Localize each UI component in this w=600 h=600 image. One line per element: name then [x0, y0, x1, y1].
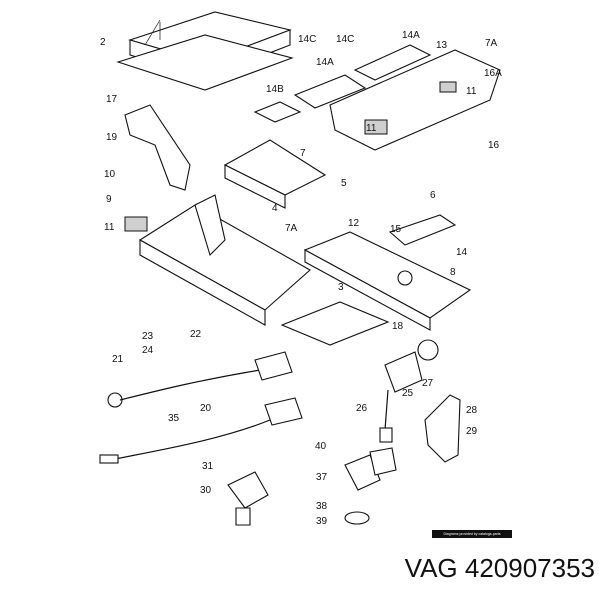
callout-14a-top: 14A	[402, 30, 420, 41]
diagram-credit-text: Diagrams provided by catalogs-parts	[443, 532, 501, 536]
diagram-credit: Diagrams provided by catalogs-parts	[432, 530, 512, 538]
callout-27: 27	[422, 378, 434, 389]
callout-11-left: 11	[104, 222, 115, 233]
callout-14-right: 14	[456, 247, 468, 258]
callout-7a-middle: 7A	[285, 223, 298, 234]
callout-38: 38	[316, 501, 328, 512]
callout-35: 35	[168, 413, 180, 424]
callout-14b: 14B	[266, 84, 284, 95]
part-number-caption: VAG 420907353	[404, 553, 595, 583]
callout-7a-top: 7A	[485, 38, 498, 49]
callout-14c-right: 14C	[336, 34, 354, 45]
callout-21: 21	[112, 354, 124, 365]
callout-22: 22	[190, 329, 202, 340]
diagram-drawing	[99, 11, 501, 526]
callout-24: 24	[142, 345, 154, 356]
callout-9: 9	[106, 194, 112, 205]
callout-37: 37	[316, 472, 328, 483]
callout-29: 29	[466, 426, 478, 437]
callout-labels: 2 14C 14C 14A 7A 14A 16A 11 17 14B 13 11…	[100, 30, 502, 527]
callout-25: 25	[402, 388, 414, 399]
callout-6: 6	[430, 190, 436, 201]
callout-15: 15	[390, 224, 402, 235]
callout-2: 2	[100, 37, 106, 48]
callout-14c-left: 14C	[298, 34, 316, 45]
callout-20: 20	[200, 403, 212, 414]
callout-23: 23	[142, 331, 154, 342]
callout-10: 10	[104, 169, 116, 180]
callout-4: 4	[272, 203, 278, 214]
callout-11-middle: 11	[366, 123, 377, 134]
callout-11-top-right: 11	[466, 86, 477, 97]
callout-5: 5	[341, 178, 347, 189]
callout-28: 28	[466, 405, 478, 416]
callout-26: 26	[356, 403, 368, 414]
callout-30: 30	[200, 485, 212, 496]
callout-39: 39	[316, 516, 328, 527]
callout-18: 18	[392, 321, 404, 332]
callout-8: 8	[450, 267, 456, 278]
callout-14a-left: 14A	[316, 57, 334, 68]
callout-19: 19	[106, 132, 118, 143]
callout-16: 16	[488, 140, 500, 151]
callout-3: 3	[338, 282, 344, 293]
callout-16a: 16A	[484, 68, 502, 79]
callout-7: 7	[300, 148, 306, 159]
callout-12: 12	[348, 218, 360, 229]
callout-13: 13	[436, 40, 448, 51]
callout-17: 17	[106, 94, 118, 105]
callout-40: 40	[315, 441, 327, 452]
callout-31: 31	[202, 461, 214, 472]
